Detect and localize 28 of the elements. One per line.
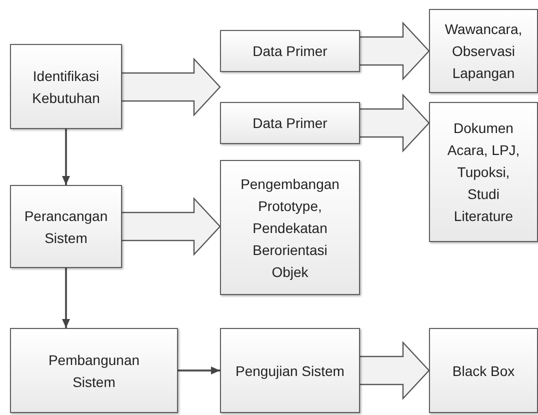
box-label: Dokumen Acara, LPJ, Tupoksi, Studi Literature — [446, 119, 521, 226]
box-label: Data Primer — [252, 42, 328, 61]
process-box — [10, 185, 122, 268]
box-label: Data Primer — [252, 114, 328, 133]
process-box — [220, 160, 360, 295]
arrow — [62, 129, 70, 185]
block-arrow — [359, 21, 430, 81]
arrow — [178, 366, 220, 374]
box-label: Pembangunan Sistem — [47, 350, 141, 392]
process-box — [429, 102, 538, 242]
box-label: Pengembangan Prototype, Pendekatan Berorientasi Objek — [240, 174, 340, 282]
box-label: Wawancara, Observasi Lapangan — [444, 20, 524, 83]
process-box — [10, 328, 178, 413]
block-arrow — [121, 57, 221, 117]
process-box — [429, 9, 538, 93]
process-box — [10, 44, 122, 129]
box-label: Identifikasi Kebutuhan — [31, 66, 101, 108]
block-arrow — [359, 340, 430, 400]
box-label: Black Box — [452, 362, 515, 380]
process-box — [220, 102, 360, 144]
process-box — [220, 30, 360, 72]
arrow — [62, 268, 70, 328]
process-box — [429, 328, 538, 413]
block-arrow — [359, 93, 430, 153]
box-label: Pengujian Sistem — [236, 362, 344, 381]
block-arrow — [121, 196, 221, 256]
process-box — [220, 328, 360, 413]
box-label: Perancangan Sistem — [23, 206, 109, 248]
